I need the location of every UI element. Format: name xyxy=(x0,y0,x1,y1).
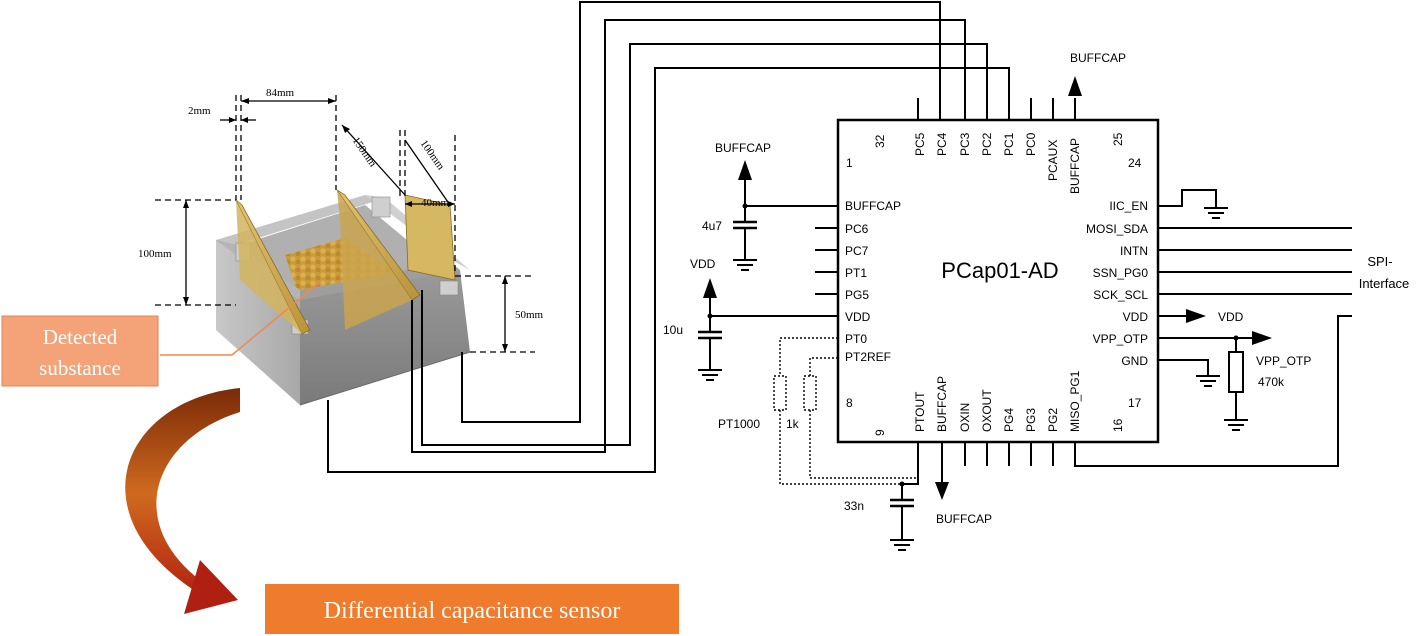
chip-corner-32: 32 xyxy=(873,134,887,148)
chip-corner-17: 17 xyxy=(1128,396,1142,410)
net-label-buffcap-bottom: BUFFCAP xyxy=(936,512,992,526)
chip-corner-8: 8 xyxy=(846,396,853,410)
chip-corner-25: 25 xyxy=(1111,132,1125,146)
dim-2mm-label: 2mm xyxy=(188,105,211,117)
dim-150mm-label: 150mm xyxy=(350,135,379,170)
pin-label-top: PC0 xyxy=(1024,132,1038,156)
vdd-left-arrow xyxy=(703,278,717,298)
pin-label-bottom: OXIN xyxy=(958,403,972,432)
res-470k-label: 470k xyxy=(1258,375,1285,389)
pin-label-right: GND xyxy=(1121,354,1148,368)
cap-10u-circuit xyxy=(698,278,838,381)
pin-label-top: PC3 xyxy=(958,132,972,156)
top-pin-labels: PC5 PC4 PC3 PC2 PC1 PC0 PCAUX BUFFCAP xyxy=(913,132,1082,194)
pin-label-right: VDD xyxy=(1123,310,1149,324)
pin-label-bottom: PG3 xyxy=(1024,408,1038,432)
pin-label-left: PC7 xyxy=(845,244,869,258)
pt1000-network xyxy=(773,337,918,485)
chip-name: PCap01-AD xyxy=(941,258,1058,283)
pin-label-bottom: PTOUT xyxy=(913,391,927,432)
pin-label-bottom: PG2 xyxy=(1046,408,1060,432)
cap-33n-circuit xyxy=(890,442,919,551)
spi-interface-label-line2: Interface xyxy=(1359,276,1410,291)
pin-label-left: PT0 xyxy=(845,332,867,346)
buffcap-bottom-arrow xyxy=(935,482,949,500)
pin-label-right: IIC_EN xyxy=(1109,199,1148,213)
pin-label-right: SSN_PG0 xyxy=(1093,266,1149,280)
cap-33n-label: 33n xyxy=(844,499,864,513)
net-label-vdd-right: VDD xyxy=(1218,310,1244,324)
spi-interface-label-line1: SPI- xyxy=(1367,254,1392,269)
pin-label-left: PT1 xyxy=(845,266,867,280)
vpp-otp-circuit xyxy=(1158,331,1272,431)
sensor-label-box xyxy=(265,584,679,634)
chip-corner-24: 24 xyxy=(1128,156,1142,170)
pin-label-bottom: BUFFCAP xyxy=(935,376,949,432)
chip-corner-16: 16 xyxy=(1111,418,1125,432)
pin-label-left: VDD xyxy=(845,310,871,324)
pin-label-left: PT2REF xyxy=(845,350,891,364)
chip-corner-9: 9 xyxy=(873,429,887,436)
pt1000-label: PT1000 xyxy=(718,417,760,431)
curved-arrow-head xyxy=(184,560,238,614)
dim-50mm-label: 50mm xyxy=(515,309,544,321)
pin-label-left: PG5 xyxy=(845,288,869,302)
pin-label-right: SCK_SCL xyxy=(1093,288,1148,302)
callout-pointer xyxy=(231,281,321,356)
chip-body xyxy=(836,118,1160,444)
bottom-pin-labels: PTOUT BUFFCAP OXIN OXOUT PG4 PG3 PG2 MIS… xyxy=(913,370,1082,432)
cap-4u7-circuit xyxy=(733,160,838,271)
cap-4u7-label: 4u7 xyxy=(702,219,722,233)
buffcap-left-arrow xyxy=(738,160,752,180)
pin-label-left: PC6 xyxy=(845,222,869,236)
detected-substance-box xyxy=(1,315,159,387)
dim-100mm-top-label: 100mm xyxy=(418,138,447,173)
pin-label-top: PC2 xyxy=(980,132,994,156)
detected-substance-line2: substance xyxy=(39,356,121,380)
right-pin-labels: IIC_EN MOSI_SDA INTN SSN_PG0 SCK_SCL VDD… xyxy=(1086,199,1148,368)
iic-en-ground xyxy=(1158,189,1228,219)
pin-label-top: PC1 xyxy=(1002,132,1016,156)
dim-40mm-label: 40mm xyxy=(421,197,450,209)
pin-label-right: VPP_OTP xyxy=(1093,332,1148,346)
pin-label-top: PCAUX xyxy=(1046,140,1060,181)
miso-line xyxy=(1074,315,1352,467)
dimension-lines xyxy=(155,95,535,353)
curved-arrow xyxy=(125,388,240,600)
vdd-right-arrow xyxy=(1186,309,1206,323)
sensor-box-illustration xyxy=(216,189,471,406)
pin-label-bottom: MISO_PG1 xyxy=(1068,370,1082,432)
pin-label-top: BUFFCAP xyxy=(1068,138,1082,194)
spi-lines xyxy=(1158,227,1352,295)
dim-100mm-left-label: 100mm xyxy=(138,248,172,260)
res-1k-label: 1k xyxy=(786,417,800,431)
net-label-vdd-left: VDD xyxy=(690,257,716,271)
net-label-buffcap-left: BUFFCAP xyxy=(715,141,771,155)
cap-10u-label: 10u xyxy=(663,323,683,337)
gnd-pin-ground xyxy=(1158,359,1220,387)
left-pin-labels: BUFFCAP PC6 PC7 PT1 PG5 VDD PT0 PT2REF xyxy=(845,199,901,364)
pin-label-right: MOSI_SDA xyxy=(1086,222,1148,236)
chip-corner-1: 1 xyxy=(846,156,853,170)
pin-label-top: PC5 xyxy=(913,132,927,156)
sensor-wires xyxy=(327,1,1032,473)
detected-substance-line1: Detected xyxy=(43,325,118,349)
pin-label-bottom: PG4 xyxy=(1002,408,1016,432)
dim-84mm-label: 84mm xyxy=(266,87,295,99)
buffcap-top-arrow xyxy=(1068,76,1082,96)
pin-label-left: BUFFCAP xyxy=(845,199,901,213)
net-label-buffcap-top: BUFFCAP xyxy=(1070,51,1126,65)
net-label-vpp-otp: VPP_OTP xyxy=(1256,354,1311,368)
pin-label-bottom: OXOUT xyxy=(980,389,994,432)
pin-label-top: PC4 xyxy=(935,132,949,156)
pin-label-right: INTN xyxy=(1120,244,1148,258)
sensor-label: Differential capacitance sensor xyxy=(324,598,621,624)
